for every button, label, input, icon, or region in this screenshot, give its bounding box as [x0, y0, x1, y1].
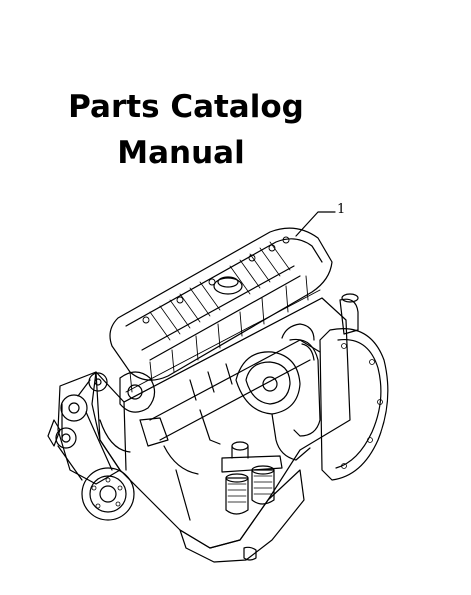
turbocharger: [236, 352, 300, 414]
oil-pan: [180, 470, 304, 562]
oil-filler-cap: [214, 278, 242, 294]
timing-cover: [58, 372, 120, 484]
flywheel-housing: [320, 329, 388, 480]
engine-block: [92, 298, 350, 548]
alternator: [120, 372, 155, 412]
oil-filter-2: [252, 470, 274, 504]
page-title-line2: Manual: [117, 135, 245, 171]
callout-leader-line: [296, 212, 335, 236]
page-title-line1: Parts Catalog: [68, 89, 304, 125]
crankshaft-pulley: [82, 468, 134, 520]
oil-filter-1: [226, 478, 248, 514]
idler-pulley: [61, 395, 87, 421]
callout-number: 1: [337, 202, 346, 217]
rocker-cover: [110, 228, 332, 380]
